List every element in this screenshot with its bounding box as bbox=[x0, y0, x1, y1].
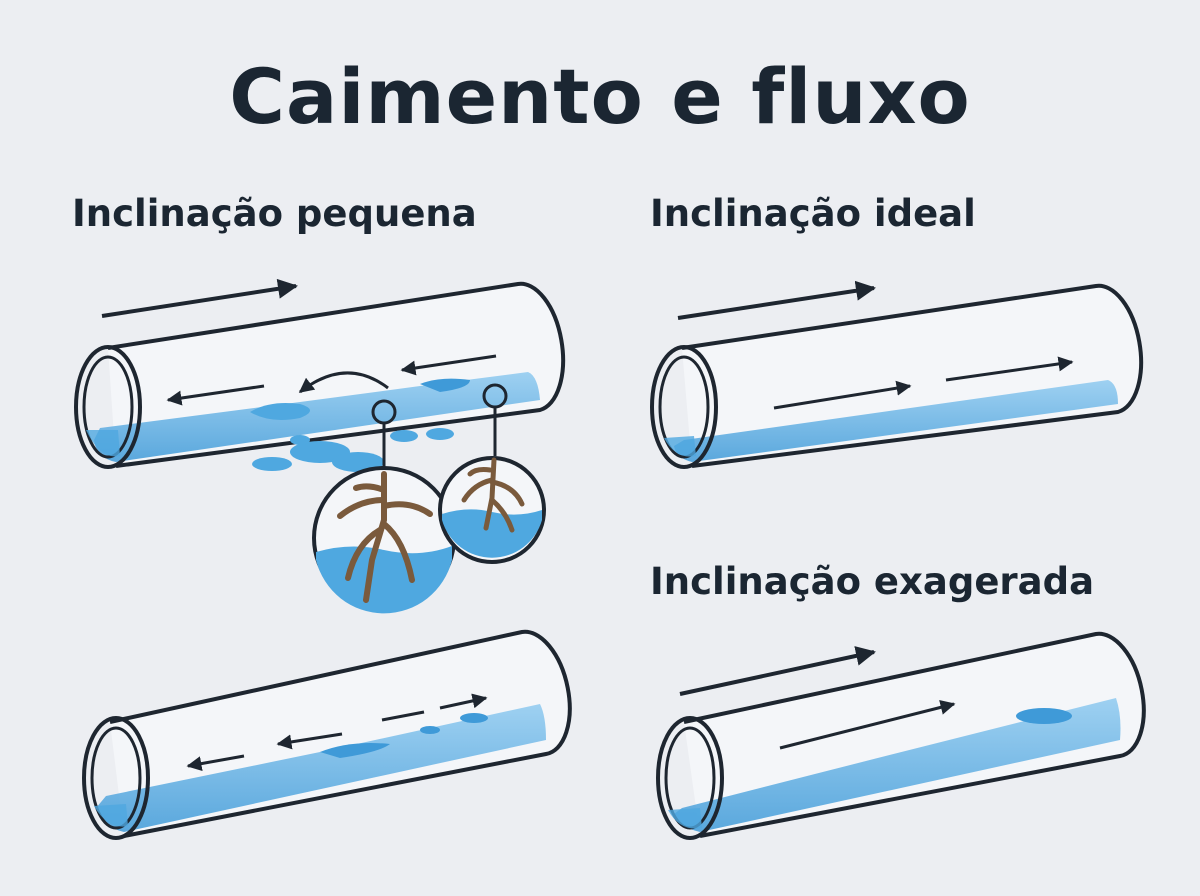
label-ideal-slope: Inclinação ideal bbox=[650, 192, 976, 235]
flow-arrow-icon bbox=[400, 354, 497, 376]
flow-arrow-icon bbox=[779, 700, 956, 750]
root-icon bbox=[461, 457, 525, 533]
flow-arrow-icon bbox=[166, 384, 265, 406]
pipe-ideal-slope bbox=[650, 283, 1144, 469]
water-exaggerated-slope bbox=[674, 698, 1121, 832]
water-bottom-left bbox=[96, 704, 546, 832]
flow-arrow-icon bbox=[677, 280, 876, 320]
root-intrusion-callout bbox=[438, 383, 546, 564]
page-title: Caimento e fluxo bbox=[229, 52, 971, 141]
flow-arrow-icon bbox=[381, 710, 425, 722]
flow-arrow-icon bbox=[101, 278, 298, 318]
water-small-slope bbox=[94, 372, 540, 462]
leak-puddle-icon bbox=[252, 428, 454, 472]
root-icon bbox=[337, 471, 433, 603]
pipe-small-slope bbox=[74, 281, 566, 469]
flow-arrow-icon bbox=[679, 646, 876, 696]
label-exaggerated-slope: Inclinação exagerada bbox=[650, 560, 1095, 603]
label-small-slope: Inclinação pequena bbox=[72, 192, 477, 235]
flow-arrow-icon bbox=[298, 371, 389, 394]
water-ideal-slope bbox=[674, 380, 1118, 462]
flow-arrow-icon bbox=[945, 356, 1074, 382]
root-intrusion-callout bbox=[312, 399, 456, 614]
flow-arrow-icon bbox=[276, 732, 343, 750]
flow-arrow-icon bbox=[439, 693, 488, 710]
pipe-exaggerated-slope bbox=[656, 631, 1146, 840]
flow-arrow-icon bbox=[186, 754, 245, 772]
flow-arrow-icon bbox=[773, 380, 912, 410]
